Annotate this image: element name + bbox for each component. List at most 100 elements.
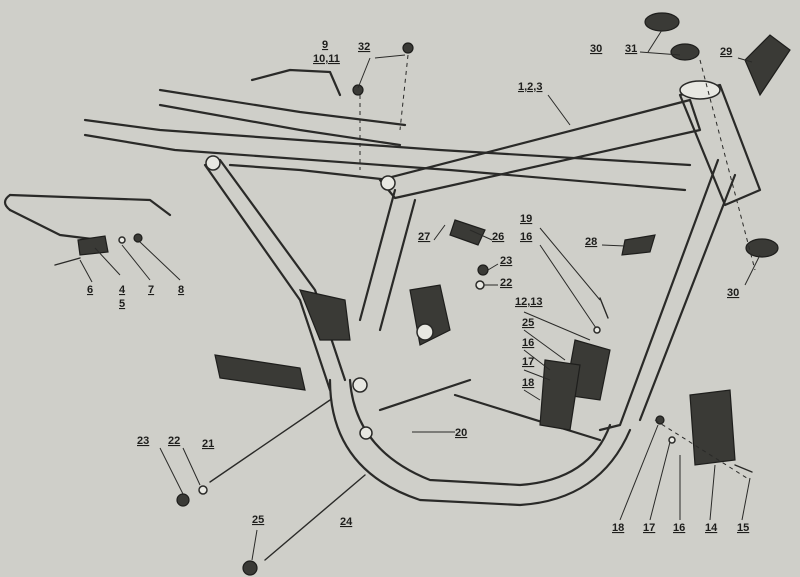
callout-18-a: 18: [522, 377, 534, 389]
side-bracket: [689, 389, 736, 466]
pivot-hole-right: [380, 175, 396, 191]
leader-26: [469, 229, 493, 241]
leader-lines: [79, 29, 761, 561]
grab-rail-bend: [3, 193, 12, 212]
leader-32-a: [357, 57, 371, 89]
callout-26: 26: [492, 231, 504, 243]
callout-17-a: 17: [522, 356, 534, 368]
leader-12-13: [523, 311, 591, 341]
leader-31: [639, 51, 681, 56]
callout-25-a: 25: [522, 317, 534, 329]
leader-22-b: [182, 447, 201, 486]
leader-23-a: [487, 263, 499, 271]
callout-15: 15: [737, 522, 749, 534]
rear-cross: [228, 163, 392, 182]
callout-16-c: 16: [673, 522, 685, 534]
leader-30-top: [647, 29, 663, 53]
callout-19: 19: [520, 213, 532, 225]
leader-32-b: [374, 54, 406, 59]
nut-23-lower: [176, 493, 190, 507]
lock-clip: [621, 234, 656, 256]
callout-24: 24: [340, 516, 353, 528]
washer-17: [668, 436, 676, 444]
callout-32: 32: [358, 41, 370, 53]
callout-9: 9: [322, 39, 328, 51]
callout-16-a: 16: [520, 231, 532, 243]
leader-4: [94, 247, 121, 276]
callout-29: 29: [720, 46, 732, 58]
plate-hole-b: [352, 377, 368, 393]
callout-4: 4: [119, 284, 126, 296]
callout-5: 5: [119, 298, 125, 310]
callout-20: 20: [455, 427, 467, 439]
lower-cross-tube: [453, 393, 602, 442]
callout-25-b: 25: [252, 514, 264, 526]
leader-18-b: [619, 424, 659, 521]
front-down-tube-inner: [638, 173, 737, 422]
seat-rail-top-left-b: [158, 103, 402, 147]
engine-bolt-24: [264, 474, 366, 561]
leader-25-b: [251, 529, 258, 561]
leader-1-2-3: [547, 94, 571, 126]
callout-18-b: 18: [612, 522, 624, 534]
bolt-19: [599, 297, 609, 319]
footrest-bracket: [214, 354, 306, 391]
callout-8: 8: [178, 284, 184, 296]
engine-plate-left: [299, 289, 351, 341]
leader-18-a: [523, 389, 541, 401]
leader-29: [737, 57, 753, 63]
washer-8: [133, 233, 143, 243]
leader-7: [121, 244, 151, 281]
rear-down-tube-left-b: [218, 158, 347, 382]
callout-23-a: 23: [500, 255, 512, 267]
callout-30-bottom: 30: [727, 287, 739, 299]
washer-22-lower: [198, 485, 208, 495]
callout-31: 31: [625, 43, 637, 55]
bolt-6: [54, 257, 81, 266]
leader-15: [741, 477, 751, 521]
cradle-loop-outer: [328, 378, 632, 507]
callout-23-b: 23: [137, 435, 149, 447]
leader-27: [433, 224, 446, 241]
seat-bolt-top: [402, 42, 414, 54]
grab-rail-upper: [8, 193, 172, 217]
washer-22-upper: [475, 280, 485, 290]
bearing-cup-top: [644, 12, 680, 32]
assembly-lines: [359, 54, 756, 481]
leader-16-a: [539, 244, 597, 329]
callout-6: 6: [87, 284, 93, 296]
pivot-hole-left: [205, 155, 221, 171]
steering-lock: [744, 34, 791, 97]
leader-14: [709, 464, 716, 521]
leader-30-bottom: [744, 254, 761, 286]
callout-12-13: 12,13: [515, 296, 543, 308]
callout-10-11: 10,11: [313, 53, 340, 65]
callout-labels: 1,2,3 9 10,11 32 30 31 29 19 16 27 26 28…: [87, 39, 749, 534]
nut-18: [655, 415, 665, 425]
main-frame: [3, 68, 762, 507]
steering-head-top: [679, 80, 721, 100]
callout-22-a: 22: [500, 277, 512, 289]
bearing-cone: [670, 43, 700, 61]
axis-seat-bolt: [399, 54, 409, 131]
loose-parts: [54, 12, 791, 576]
washer-7: [118, 236, 126, 244]
seat-rail-top-left: [158, 88, 407, 127]
callout-27: 27: [418, 231, 430, 243]
callout-16-b: 16: [522, 337, 534, 349]
bolt-15: [734, 464, 753, 473]
callout-1-2-3: 1,2,3: [518, 81, 542, 93]
callout-17-b: 17: [643, 522, 655, 534]
axis-side-bolt: [654, 419, 751, 481]
leader-19: [539, 227, 601, 301]
washer-16: [593, 326, 601, 334]
leader-25-a: [523, 329, 566, 361]
center-strut: [358, 188, 397, 322]
nut-23-upper: [477, 264, 489, 276]
leader-17-a: [523, 369, 551, 381]
callout-30-top: 30: [590, 43, 602, 55]
seat-bolt-lower: [352, 84, 364, 96]
swingarm-bracket-b: [539, 359, 581, 431]
